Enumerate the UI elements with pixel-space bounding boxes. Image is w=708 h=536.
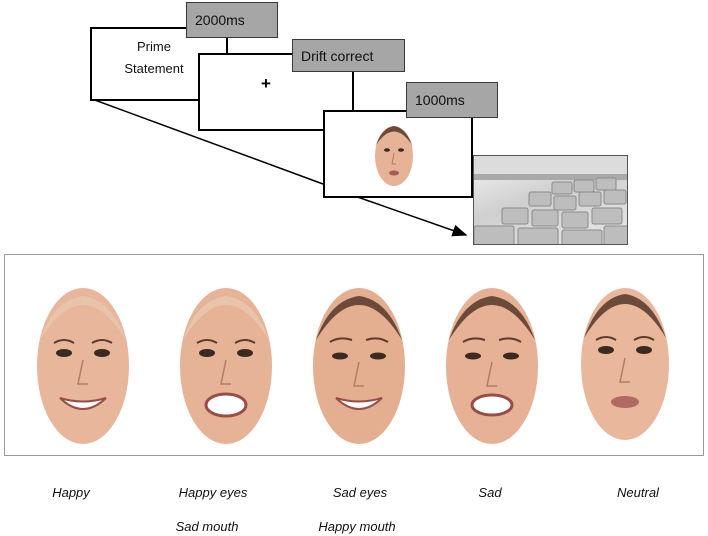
caption-sad-eyes-line1: Sad eyes [332, 485, 388, 500]
drift-correct-tag: Drift correct [292, 39, 405, 72]
face-sad-eyes-happy-mouth [313, 288, 405, 444]
face-neutral [581, 288, 669, 440]
face-duration-text: 1000ms [415, 92, 465, 108]
prime-duration-text: 2000ms [195, 12, 245, 28]
face-sad [446, 288, 538, 444]
face-duration-tag: 1000ms [406, 82, 498, 118]
screen-connector-top [91, 98, 324, 185]
face-happy [37, 288, 129, 444]
caption-happy-eyes-line2: Sad mouth [175, 519, 239, 534]
caption-happy-line1: Happy [52, 485, 90, 500]
face-happy-eyes-sad-mouth [180, 288, 272, 444]
caption-happy-eyes-line1: Happy eyes [178, 485, 248, 500]
keyboard-image [473, 155, 628, 245]
stimulus-face-image [375, 126, 413, 186]
prime-label-line2: Statement [124, 61, 184, 76]
keyboard-keys [474, 156, 627, 244]
caption-sad-eyes-line2: Happy mouth [318, 519, 396, 534]
prime-label-line1: Prime [137, 39, 171, 54]
caption-sad-line1: Sad [478, 485, 502, 500]
prime-duration-tag: 2000ms [186, 2, 278, 38]
caption-neutral-line1: Neutral [617, 485, 659, 500]
drift-correct-text: Drift correct [301, 47, 374, 64]
fixation-cross: + [261, 74, 271, 93]
